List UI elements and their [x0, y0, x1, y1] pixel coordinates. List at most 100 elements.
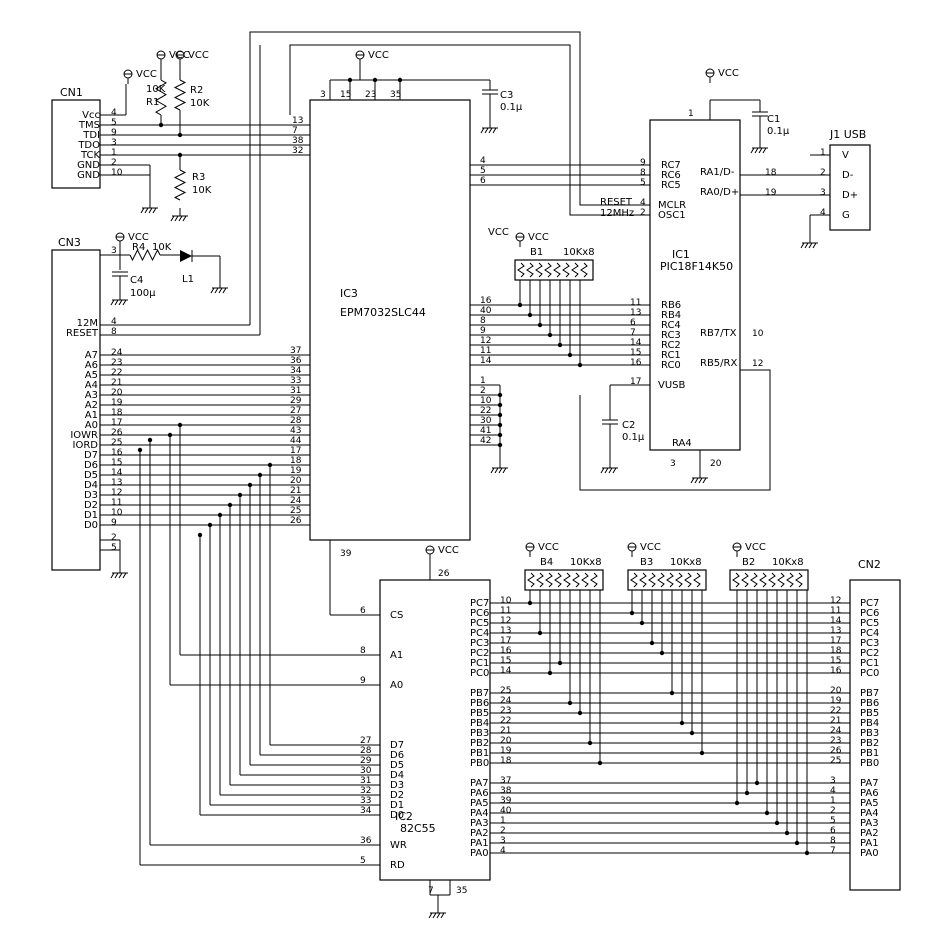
junction-dot: [158, 122, 164, 128]
label: 2: [830, 806, 836, 816]
ground-icon: [140, 207, 145, 214]
label: 30: [360, 766, 372, 776]
ground-icon: [440, 912, 445, 919]
ground-icon: [144, 207, 149, 214]
b2-resistor-array-element: [786, 572, 794, 588]
ic2-port-name: PB6: [470, 698, 489, 709]
b4-resistor-array: [524, 569, 604, 591]
label: B2: [742, 557, 755, 568]
label: 12: [830, 596, 841, 606]
junction-dot: [167, 432, 173, 438]
cn2-port-name: PC6: [860, 608, 879, 619]
label: 14: [830, 616, 842, 626]
ground-icon: [490, 467, 495, 474]
label: 26: [438, 569, 450, 579]
label: 23: [830, 736, 841, 746]
label: 14: [500, 666, 512, 676]
label: 100μ: [130, 288, 156, 299]
junction-dot: [237, 492, 243, 498]
label: 10: [480, 396, 492, 406]
label: 17: [290, 446, 301, 456]
label: 35: [390, 90, 401, 100]
junction-dot: [217, 512, 223, 518]
ic2-port-name: PA7: [470, 778, 489, 789]
b2-resistor-array: [729, 569, 809, 591]
cn3-12m: 12M: [77, 318, 98, 329]
junction-dot: [197, 532, 203, 538]
label: R2: [190, 85, 203, 96]
ic3-part: EPM7032SLC44: [340, 306, 426, 319]
b1-resistor-array-element: [535, 262, 543, 278]
ic2-port-name: PA6: [470, 788, 489, 799]
vcc-label: VCC: [745, 542, 766, 553]
label: 0.1μ: [622, 432, 645, 443]
b1-resistor-array-element: [562, 262, 570, 278]
cn3-pin-name: D6: [84, 460, 98, 471]
b4-resistor-array-element: [581, 572, 589, 588]
label: 2: [111, 533, 117, 543]
cn2-ref: CN2: [858, 558, 881, 571]
label: 14: [111, 468, 123, 478]
cn1-pin-num: 9: [111, 128, 117, 138]
b2-resistor-array-element: [777, 572, 785, 588]
cn3-ref: CN3: [58, 236, 81, 249]
junction-dot: [577, 362, 583, 368]
b1-resistor-array-element: [571, 262, 579, 278]
junction-dot: [557, 660, 563, 666]
label: B1: [530, 247, 543, 258]
ground-icon: [152, 207, 157, 214]
ground-icon: [110, 299, 115, 306]
r3-resistor: [173, 169, 187, 201]
label: RC1: [661, 350, 681, 361]
junction-dot: [794, 840, 800, 846]
components: [51, 50, 901, 919]
label: A0: [390, 680, 403, 691]
clk-loop: [249, 31, 650, 325]
label: 13: [630, 308, 641, 318]
label: RB4: [661, 310, 681, 321]
cn1-pin-num: 3: [111, 138, 117, 148]
label: 4: [500, 846, 506, 856]
vcc-label: VCC: [718, 68, 739, 79]
cn2-port-name: PA0: [860, 848, 879, 859]
junction-dot: [557, 342, 563, 348]
label: VUSB: [658, 380, 686, 391]
vcc-label: VCC: [128, 232, 149, 243]
b4-resistor-array-element: [527, 572, 535, 588]
ground-icon: [170, 215, 175, 222]
vcc-label: VCC: [538, 542, 559, 553]
label: 11: [830, 606, 841, 616]
junction-dot: [537, 630, 543, 636]
ground-icon: [600, 467, 605, 474]
label: 4: [480, 156, 486, 166]
label: MCLR: [658, 200, 686, 211]
vcc-label: VCC: [169, 50, 190, 61]
label: RESET: [600, 197, 633, 208]
cn1-ref: CN1: [60, 86, 83, 99]
label: D+: [842, 190, 858, 201]
junction-dot: [257, 472, 263, 478]
cn2-port-name: PC4: [860, 628, 879, 639]
label: 33: [360, 796, 371, 806]
label: 21: [830, 716, 841, 726]
label: 7: [630, 328, 636, 338]
ground-icon: [182, 215, 187, 222]
label: 5: [360, 856, 366, 866]
label: 9: [480, 326, 486, 336]
cn2-connector: [849, 579, 901, 891]
label: 25: [111, 438, 122, 448]
label: 8: [480, 316, 486, 326]
cn2-port-name: PB1: [860, 748, 879, 759]
ic2-ppi: [379, 579, 491, 881]
ic2-port-name: PC4: [470, 628, 489, 639]
label: 26: [830, 746, 842, 756]
cn1-pin-name: TCK: [80, 150, 101, 161]
junction-dot: [147, 437, 153, 443]
b3-resistor-array-element: [666, 572, 674, 588]
ground-icon: [114, 572, 119, 579]
label: RC5: [661, 180, 681, 191]
cn1-pin-name: GND: [77, 160, 100, 171]
label: 23: [365, 90, 376, 100]
label: 16: [480, 296, 492, 306]
